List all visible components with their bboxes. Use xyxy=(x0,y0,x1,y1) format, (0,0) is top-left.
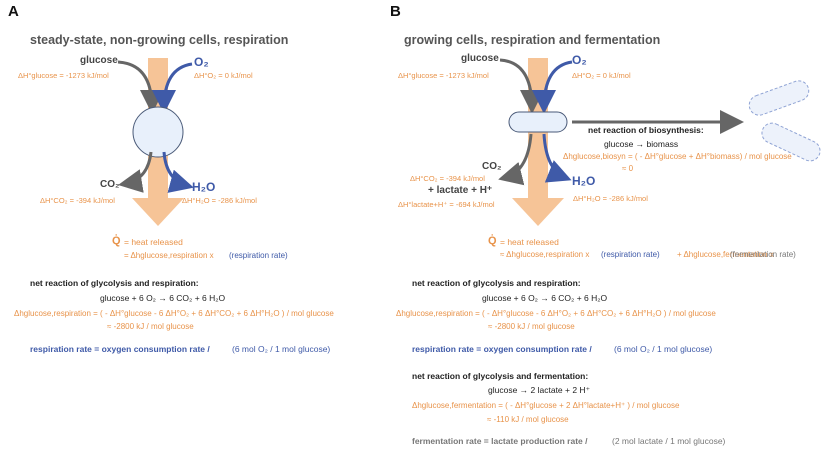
panel-a-cell xyxy=(132,106,184,158)
panel-b-h2o-arrow xyxy=(542,133,572,183)
panel-b-net-reaction-equation: glucose + 6 O₂ → 6 CO₂ + 6 H₂O xyxy=(482,293,608,303)
panel-a-heat-equation: = Δhglucose,respiration x xyxy=(124,251,214,260)
panel-a-o2-arrow xyxy=(152,62,193,114)
panel-a-heat-label: = heat released xyxy=(124,237,183,247)
panel-b-fermentation-enthalpy-value: ≈ -110 kJ / mol glucose xyxy=(487,415,569,424)
panel-a-co2-enthalpy: ΔH°CO₂ = -394 kJ/mol xyxy=(40,196,115,205)
panel-b-heat-respiration-rate: (respiration rate) xyxy=(601,250,660,259)
panel-b-h2o-label: H₂O xyxy=(572,174,596,188)
panel-a-h2o-label: H₂O xyxy=(192,180,216,194)
panel-b-lactate-enthalpy: ΔH°lactate+H⁺ = -694 kJ/mol xyxy=(398,200,495,209)
panel-b-heat-symbol: Q̇ xyxy=(488,235,497,247)
panel-a-letter: A xyxy=(8,3,19,20)
panel-b-heat-arrow xyxy=(512,58,564,226)
panel-b-respiration-enthalpy-value: ≈ -2800 kJ / mol glucose xyxy=(488,322,575,331)
panel-b-h2o-enthalpy: ΔH°H₂O = -286 kJ/mol xyxy=(573,194,648,203)
panel-b-net-reaction-heading: net reaction of glycolysis and respirati… xyxy=(412,278,581,288)
panel-b-fermentation-rate-definition: fermentation rate = lactate production r… xyxy=(412,436,588,446)
panel-b-letter: B xyxy=(390,3,401,20)
panel-b-lactate-label: + lactate + H⁺ xyxy=(428,185,493,196)
panel-a-co2-arrow xyxy=(118,151,153,193)
panel-b-co2-label: CO₂ xyxy=(482,161,502,172)
panel-a-glucose-arrow xyxy=(117,60,164,114)
panel-b-title: growing cells, respiration and fermentat… xyxy=(404,33,661,47)
panel-b-fermentation-enthalpy-equation: Δhglucose,fermentation = ( - ΔH°glucose … xyxy=(412,401,680,410)
panel-a-glucose-label: glucose xyxy=(80,55,118,66)
panel-b-heat-equation-respiration: ≈ Δhglucose,respiration x xyxy=(500,250,590,259)
panel-a-net-reaction-heading: net reaction of glycolysis and respirati… xyxy=(30,278,199,288)
panel-a-glucose-enthalpy: ΔH°glucose = -1273 kJ/mol xyxy=(18,71,109,80)
panel-b-heat-label: = heat released xyxy=(500,237,559,247)
panel-a-respiration-rate-definition: respiration rate = oxygen consumption ra… xyxy=(30,344,210,354)
panel-b-o2-enthalpy: ΔH°O₂ = 0 kJ/mol xyxy=(572,71,631,80)
panel-a-respiration-rate-ratio: (6 mol O₂ / 1 mol glucose) xyxy=(232,344,331,354)
panel-b-fermentation-rate-ratio: (2 mol lactate / 1 mol glucose) xyxy=(612,436,726,446)
panel-b-o2-label: O₂ xyxy=(572,53,587,67)
panel-b-dividing-cells xyxy=(748,80,821,162)
panel-a-h2o-enthalpy: ΔH°H₂O = -286 kJ/mol xyxy=(182,196,257,205)
panel-b-glucose-label: glucose xyxy=(461,53,499,64)
panel-a-title: steady-state, non-growing cells, respira… xyxy=(30,33,289,47)
panel-b-heat-fermentation-rate: (fermentation rate) xyxy=(730,250,796,259)
panel-b-respiration-enthalpy-equation: Δhglucose,respiration = ( - ΔH°glucose -… xyxy=(396,309,716,318)
panel-b-fermentation-heading: net reaction of glycolysis and fermentat… xyxy=(412,371,589,381)
panel-b-respiration-rate-definition: respiration rate = oxygen consumption ra… xyxy=(412,344,592,354)
panel-a-respiration-enthalpy-equation: Δhglucose,respiration = ( - ΔH°glucose -… xyxy=(14,309,334,318)
panel-b-glucose-enthalpy: ΔH°glucose = -1273 kJ/mol xyxy=(398,71,489,80)
panel-b-biosynthesis-enthalpy: Δhglucose,biosyn = ( - ΔH°glucose + ΔH°b… xyxy=(563,152,792,161)
panel-b-biosynthesis-heading: net reaction of biosynthesis: xyxy=(588,125,704,135)
panel-b-biosynthesis-equation: glucose → biomass xyxy=(604,139,679,149)
panel-a-heat-symbol: Q̇ xyxy=(112,235,121,247)
panel-a-h2o-arrow xyxy=(162,151,194,193)
panel-b-co2-enthalpy: ΔH°CO₂ = -394 kJ/mol xyxy=(410,174,485,183)
panel-b-respiration-rate-ratio: (6 mol O₂ / 1 mol glucose) xyxy=(614,344,713,354)
panel-a-respiration-enthalpy-value: ≈ -2800 kJ / mol glucose xyxy=(107,322,194,331)
panel-b-glucose-arrow xyxy=(499,58,544,114)
panel-b-co2-arrow xyxy=(498,133,533,186)
panel-b-biosynthesis-value: ≈ 0 xyxy=(622,164,634,173)
panel-b-o2-arrow xyxy=(532,60,573,114)
panel-a-co2-label: CO₂ xyxy=(100,179,120,190)
panel-b-fermentation-equation: glucose → 2 lactate + 2 H⁺ xyxy=(488,385,591,395)
panel-a-heat-respiration-rate: (respiration rate) xyxy=(229,251,288,260)
panel-a-net-reaction-equation: glucose + 6 O₂ → 6 CO₂ + 6 H₂O xyxy=(100,293,226,303)
panel-b-heat-equation-fermentation: + Δhglucose,fermentation x xyxy=(677,250,774,259)
panel-b-cell xyxy=(508,111,568,133)
panel-a-o2-enthalpy: ΔH°O₂ = 0 kJ/mol xyxy=(194,71,253,80)
panel-a-o2-label: O₂ xyxy=(194,55,209,69)
